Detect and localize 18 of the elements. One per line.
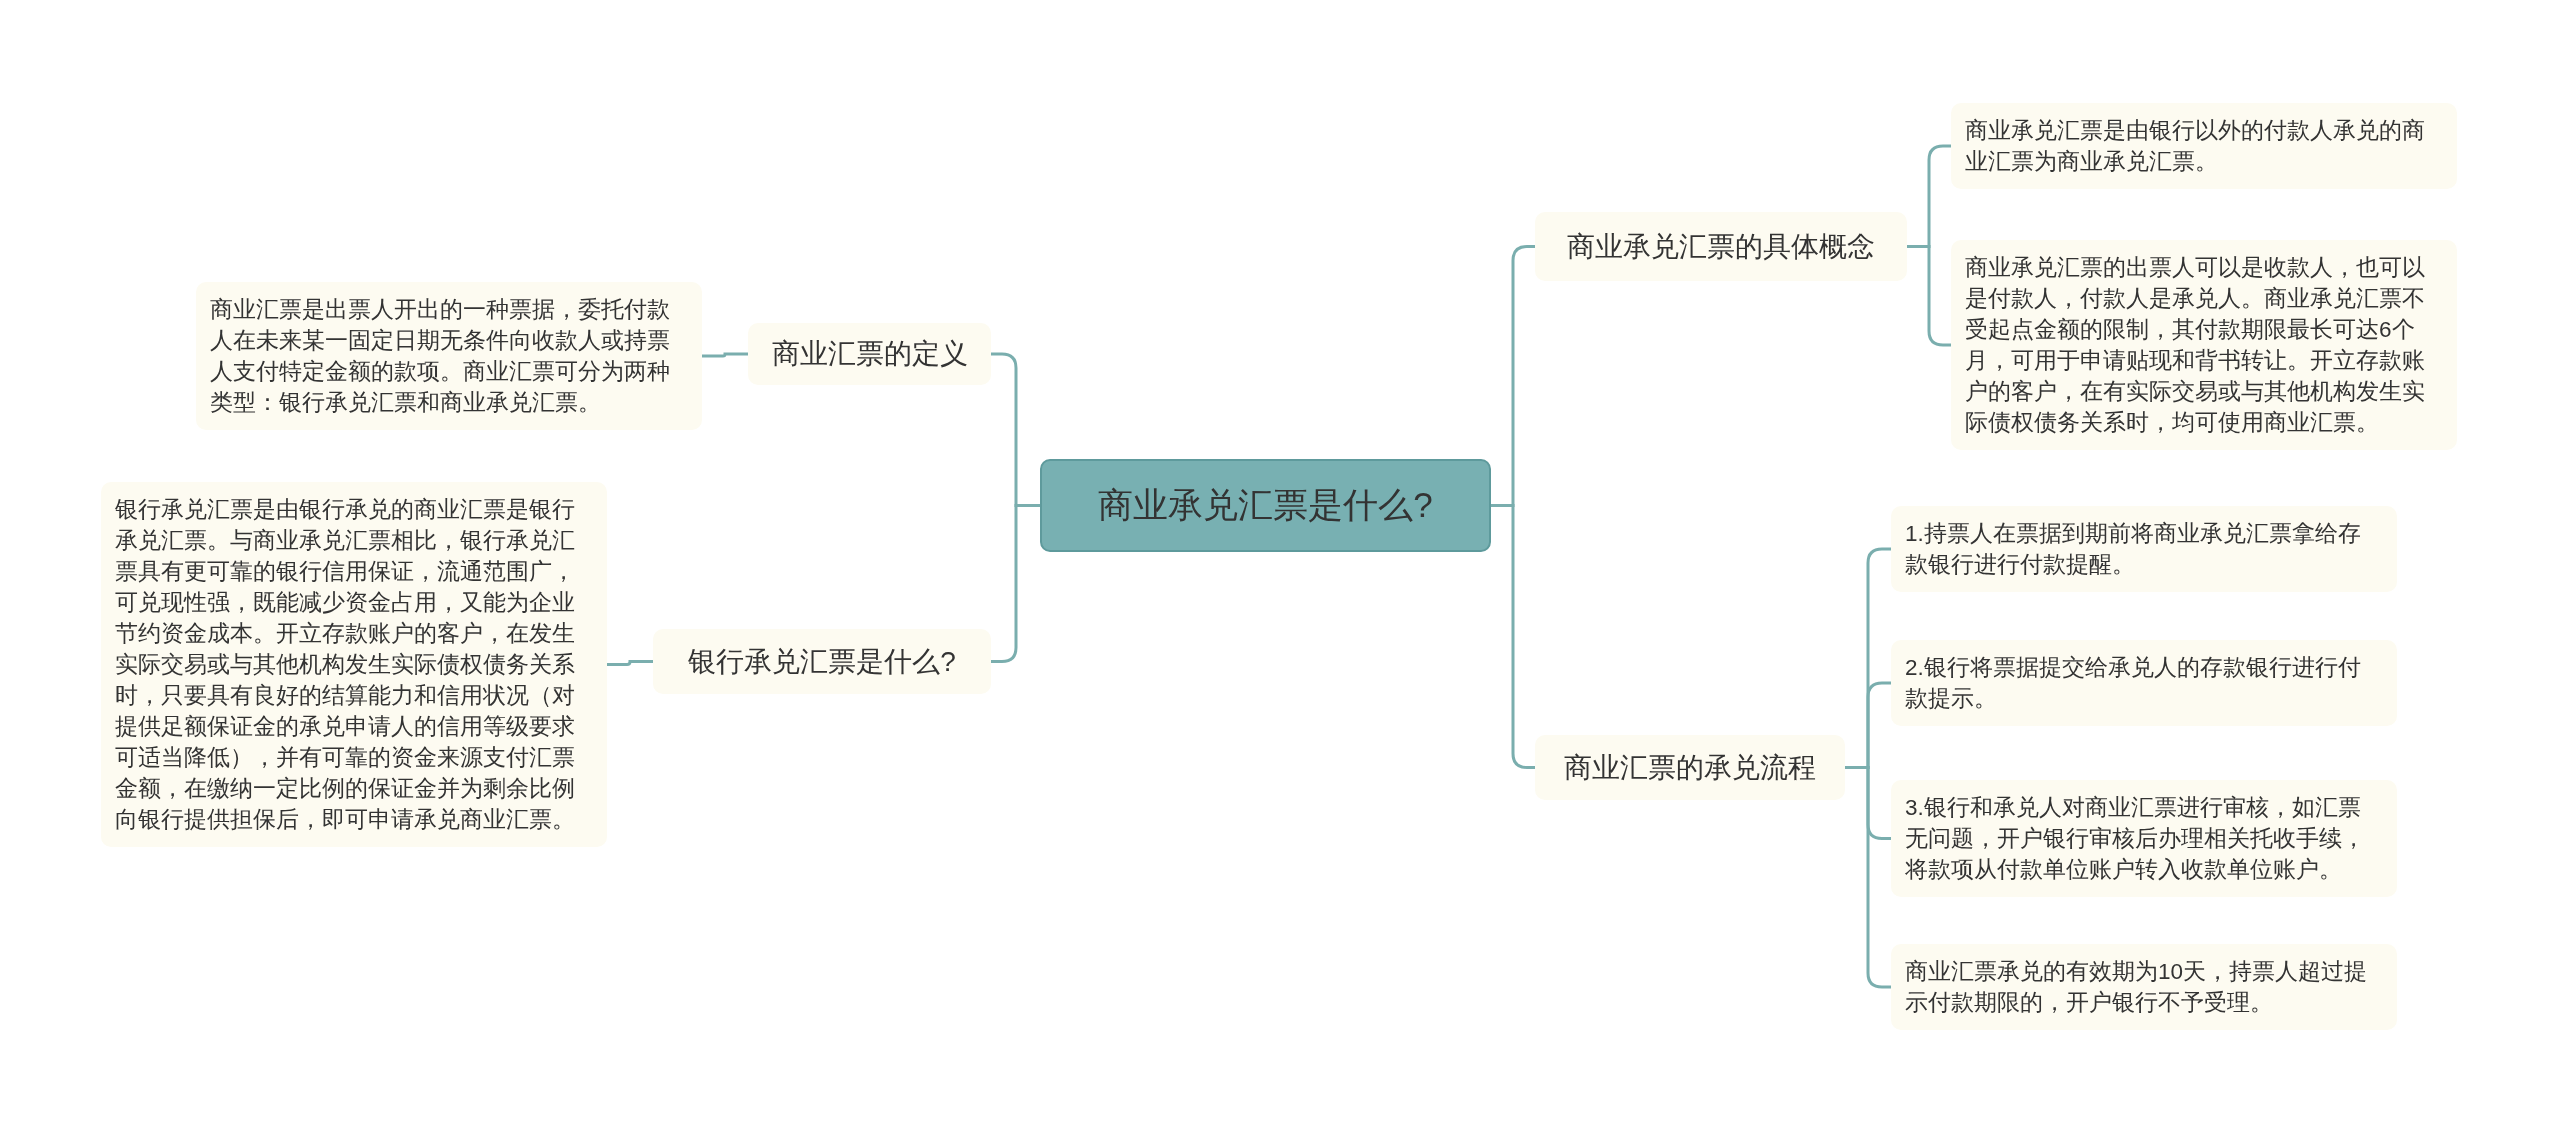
note-box: 银行承兑汇票是由银行承兑的商业汇票是银行承兑汇票。与商业承兑汇票相比，银行承兑汇票具有更可靠的银行信用保证，流通范围广，可兑现性强，既能减少资金占用，又能为企业节约资金成本。开立存款账户的客户，在发生实际交易或与其他机构发生实际债权债务关系时，只要具有良好的结算能力和信用状况（对提供足额保证金的承兑申请人的信用等级要求可适当降低），并有可靠的资金来源支付汇票金额，在缴纳一定比例的保证金并为剩余比例向银行提供担保后，即可申请承兑商业汇票。 [101, 482, 607, 847]
note-box: 商业承兑汇票的出票人可以是收款人，也可以是付款人，付款人是承兑人。商业承兑汇票不受起点金额的限制，其付款期限最长可达6个月，可用于申请贴现和背书转让。开立存款账户的客户，在有实际交易或与其他机构发生实际债权债务关系时，均可使用商业汇票。 [1951, 240, 2457, 450]
connector-line [1907, 245, 1951, 347]
topic-box: 商业汇票的定义 [748, 323, 991, 385]
note-box: 商业汇票是出票人开出的一种票据，委托付款人在未来某一固定日期无条件向收款人或持票人支付特定金额的款项。商业汇票可分为两种类型：银行承兑汇票和商业承兑汇票。 [196, 282, 702, 430]
topic-box: 银行承兑汇票是什么? [653, 629, 991, 694]
central-topic-box: 商业承兑汇票是什么? [1040, 459, 1491, 552]
note-box: 商业承兑汇票是由银行以外的付款人承兑的商业汇票为商业承兑汇票。 [1951, 103, 2457, 189]
topic-box: 商业汇票的承兑流程 [1535, 735, 1845, 800]
note-box: 1.持票人在票据到期前将商业承兑汇票拿给存款银行进行付款提醒。 [1891, 506, 2397, 592]
connector-line [702, 352, 748, 358]
note-box: 商业汇票承兑的有效期为10天，持票人超过提示付款期限的，开户银行不予受理。 [1891, 944, 2397, 1030]
connector-line [1491, 504, 1535, 769]
connector-line [991, 504, 1040, 663]
topic-box: 商业承兑汇票的具体概念 [1535, 212, 1907, 281]
note-box: 2.银行将票据提交给承兑人的存款银行进行付款提示。 [1891, 640, 2397, 726]
note-box: 3.银行和承兑人对商业汇票进行审核，如汇票无问题，开户银行审核后办理相关托收手续，将款项从付款单位账户转入收款单位账户。 [1891, 780, 2397, 897]
connector-line [607, 660, 653, 666]
